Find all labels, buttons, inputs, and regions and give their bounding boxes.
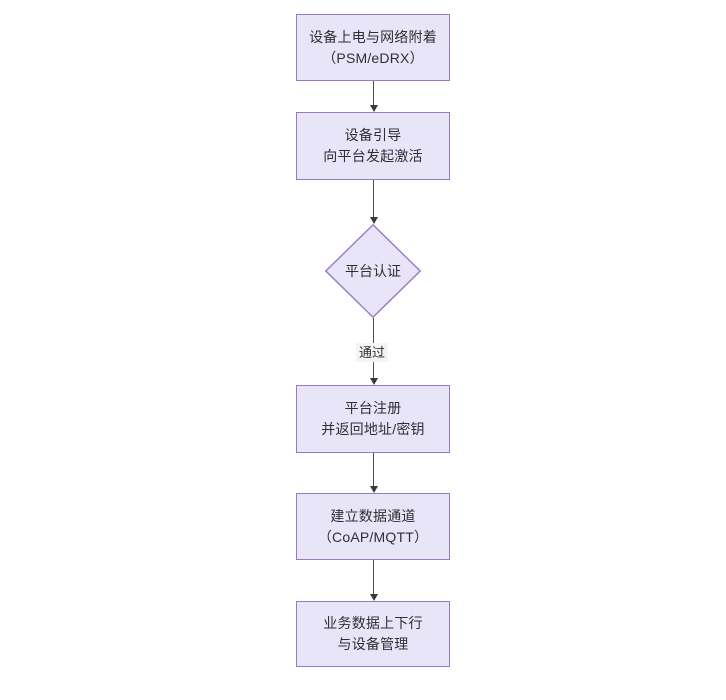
flow-edge-label-pass: 通过	[356, 343, 389, 362]
edge-line	[373, 81, 374, 105]
node-text-line: 建立数据通道	[330, 507, 416, 524]
node-text-line: 并返回地址/密钥	[321, 421, 425, 437]
node-text-line: 设备上电与网络附着	[309, 28, 437, 45]
flow-node-power-on[interactable]: 设备上电与网络附着 （PSM/eDRX）	[296, 14, 450, 81]
arrowhead-icon	[369, 378, 378, 385]
node-text-line: 与设备管理	[337, 636, 409, 652]
node-text-line: （CoAP/MQTT）	[317, 528, 429, 545]
arrowhead-icon	[369, 105, 378, 112]
edge-line	[373, 560, 374, 594]
flow-node-business-data[interactable]: 业务数据上下行 与设备管理	[296, 601, 450, 667]
node-text-line: 设备引导	[344, 127, 402, 143]
flow-node-platform-auth[interactable]: 平台认证	[325, 224, 421, 318]
arrowhead-icon	[369, 486, 378, 493]
node-text-line: 平台认证	[345, 263, 401, 279]
node-text-line: （PSM/eDRX）	[322, 49, 424, 66]
node-text-line: 向平台发起激活	[323, 148, 423, 164]
arrowhead-icon	[369, 217, 378, 224]
node-text-line: 平台注册	[344, 400, 402, 416]
diamond-shape-icon	[325, 224, 421, 318]
flow-node-device-bootstrap[interactable]: 设备引导 向平台发起激活	[296, 112, 450, 180]
arrowhead-icon	[369, 594, 378, 601]
flow-node-data-channel[interactable]: 建立数据通道 （CoAP/MQTT）	[296, 493, 450, 560]
node-text-line: 业务数据上下行	[323, 615, 423, 631]
flow-node-platform-register[interactable]: 平台注册 并返回地址/密钥	[296, 385, 450, 453]
edge-line	[373, 180, 374, 217]
edge-line	[373, 453, 374, 486]
